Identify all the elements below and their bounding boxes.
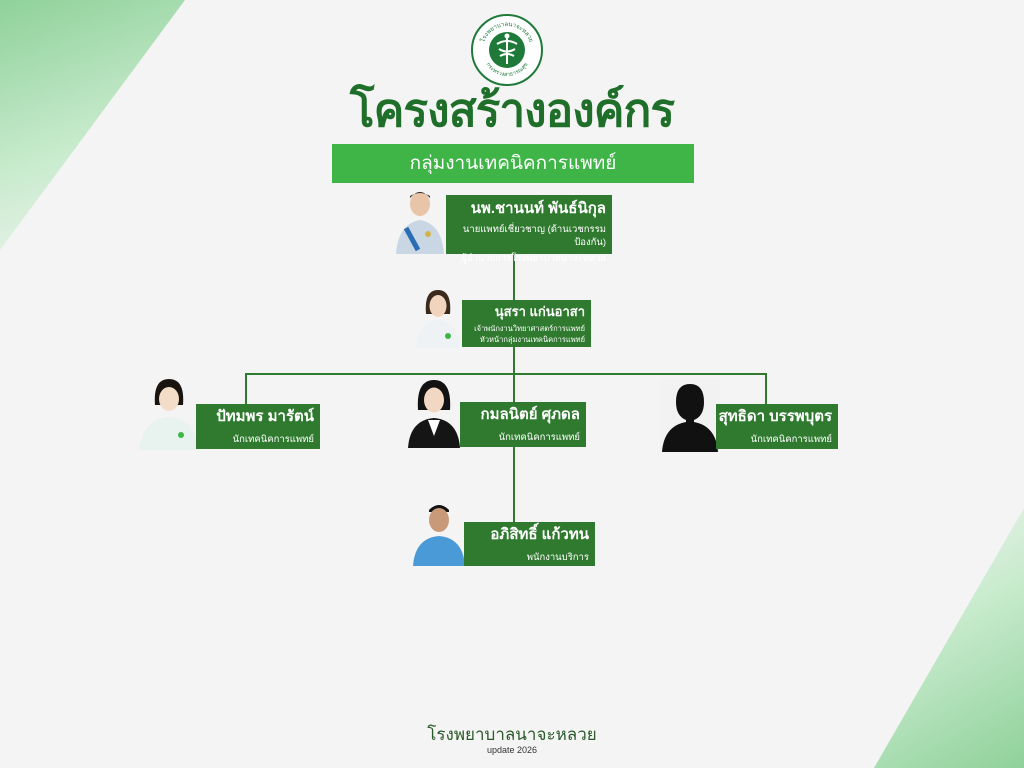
member-name: กมลนิตย์ ศุภดล (480, 406, 580, 423)
member-role: นายแพทย์เชี่ยวชาญ (ด้านเวชกรรมป้องกัน) (462, 224, 606, 248)
member-card-head: นุสรา แก่นอาสา เจ้าพนักงานวิทยาศาสตร์การ… (462, 300, 591, 347)
member-role: หัวหน้ากลุ่มงานเทคนิคการแพทย์ (479, 335, 585, 344)
person-photo-apisit (413, 505, 465, 566)
hospital-seal-logo: โรงพยาบาลนาจะหลวย กระทรวงสาธารณสุข (471, 14, 543, 86)
member-role: พนักงานบริการ (526, 552, 589, 563)
member-role: นักเทคนิคการแพทย์ (232, 434, 314, 445)
member-role: ผู้อำนวยการโรงพยาบาลนาจะหลวย (461, 253, 606, 264)
connector-line (245, 373, 767, 375)
member-card-kamonnit: กมลนิตย์ ศุภดล นักเทคนิคการแพทย์ (460, 402, 586, 447)
page-title: โครงสร้างองค์กร (349, 84, 675, 136)
member-role: เจ้าพนักงานวิทยาศาสตร์การแพทย์ (474, 324, 585, 333)
footer-hospital-name: โรงพยาบาลนาจะหลวย (427, 725, 597, 744)
member-card-apisit: อภิสิทธิ์ แก้วทน พนักงานบริการ (464, 522, 595, 566)
footer-update-label: update 2026 (486, 745, 538, 755)
connector-line (765, 373, 767, 404)
connector-line (513, 254, 515, 304)
member-name: นพ.ชานนท์ พันธ์นิกุล (470, 200, 606, 217)
member-name: อภิสิทธิ์ แก้วทน (490, 526, 589, 543)
member-name: ปัทมพร มารัตน์ (216, 408, 314, 425)
member-name: นุสรา แก่นอาสา (494, 304, 585, 319)
member-card-sutthida: สุทธิดา บรรพบุตร นักเทคนิคการแพทย์ (716, 404, 838, 449)
member-card-director: นพ.ชานนท์ พันธ์นิกุล นายแพทย์เชี่ยวชาญ (… (446, 195, 612, 264)
member-name: สุทธิดา บรรพบุตร (718, 408, 832, 425)
connector-line (245, 373, 247, 404)
person-placeholder-silhouette (660, 378, 720, 452)
member-role: นักเทคนิคการแพทย์ (750, 434, 832, 445)
department-banner: กลุ่มงานเทคนิคการแพทย์ (332, 144, 694, 183)
member-card-pattamaporn: ปัทมพร มารัตน์ นักเทคนิคการแพทย์ (196, 404, 320, 449)
person-photo-head (416, 290, 460, 348)
person-photo-kamonnit (408, 380, 460, 448)
person-photo-pattamaporn (139, 379, 199, 450)
member-role: นักเทคนิคการแพทย์ (498, 432, 580, 443)
person-photo-director (396, 192, 444, 254)
